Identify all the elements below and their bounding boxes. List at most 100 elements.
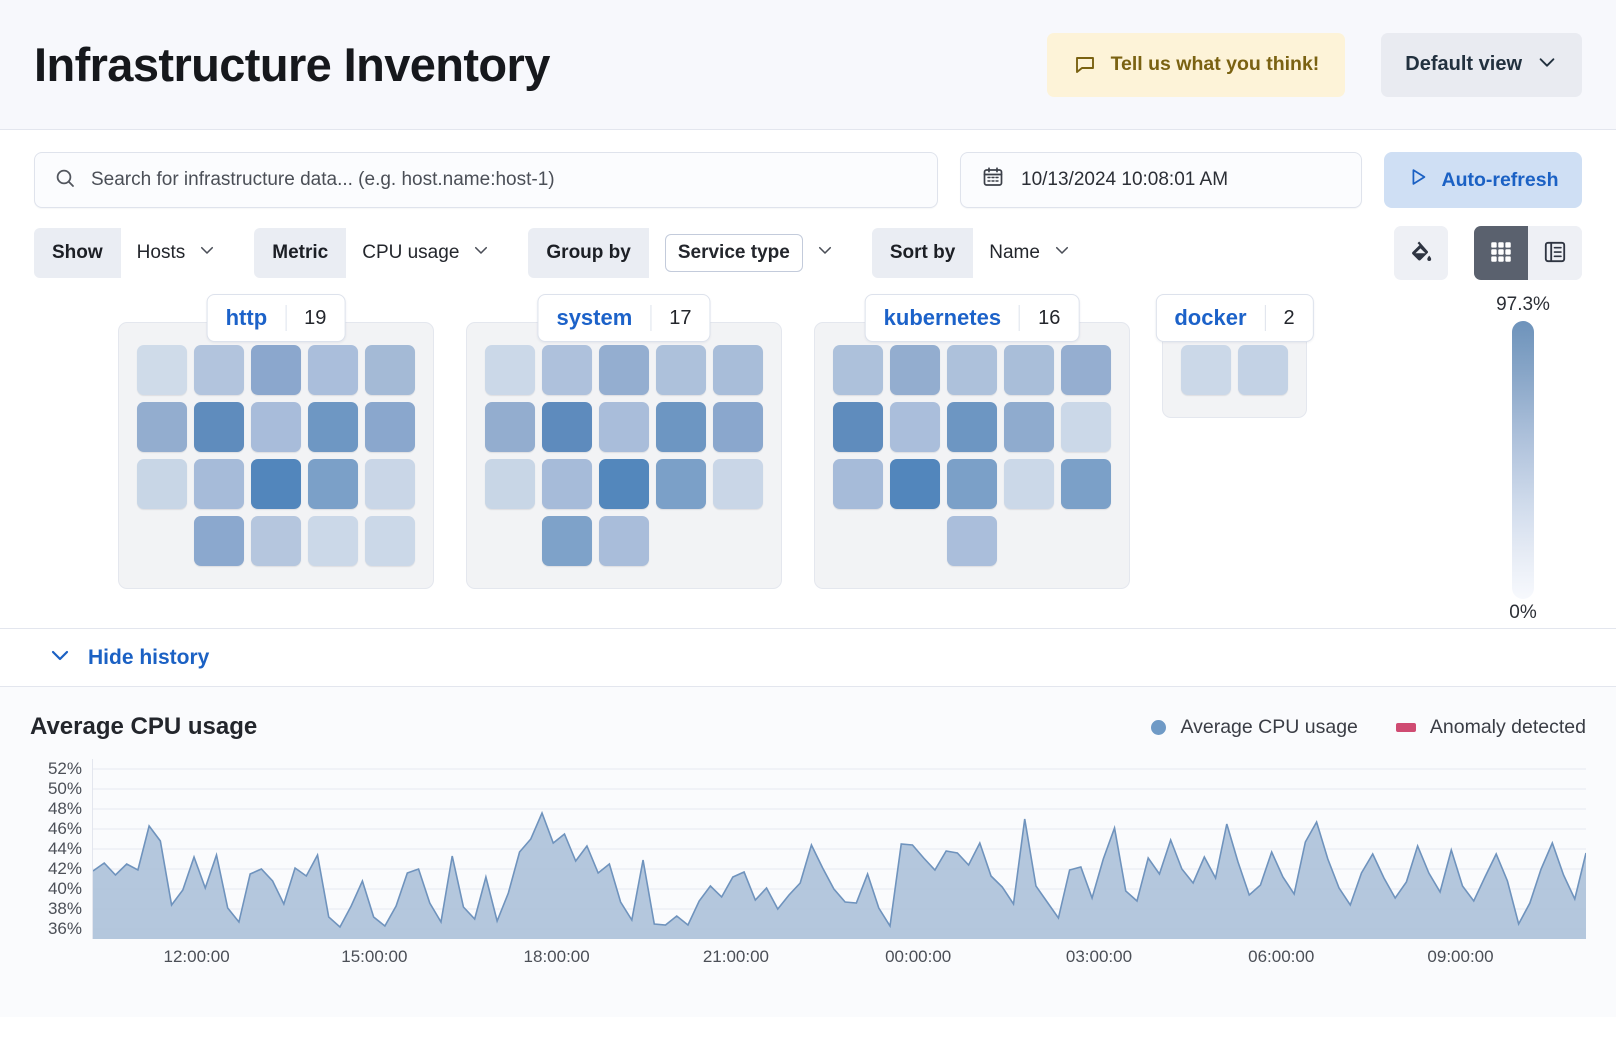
waffle-cell-node[interactable]: [947, 459, 997, 509]
color-fill-button[interactable]: [1394, 226, 1448, 280]
waffle-cell-node[interactable]: [194, 459, 244, 509]
waffle-cell-node[interactable]: [599, 459, 649, 509]
waffle-cell-node[interactable]: [656, 345, 706, 395]
waffle-cell-node[interactable]: [713, 345, 763, 395]
waffle-cell-node[interactable]: [947, 516, 997, 566]
waffle-cell-node[interactable]: [542, 345, 592, 395]
waffle-cell-node[interactable]: [1061, 402, 1111, 452]
waffle-cell-node[interactable]: [1061, 345, 1111, 395]
waffle-cell-node[interactable]: [251, 345, 301, 395]
waffle-cell-node[interactable]: [542, 459, 592, 509]
waffle-cell-node[interactable]: [308, 516, 358, 566]
waffle-cell-node[interactable]: [1238, 345, 1288, 395]
group-name-label[interactable]: docker: [1174, 305, 1247, 330]
auto-refresh-button[interactable]: Auto-refresh: [1384, 152, 1582, 208]
waffle-cell-node[interactable]: [599, 402, 649, 452]
waffle-cell-node[interactable]: [365, 402, 415, 452]
control-show: Show Hosts: [34, 228, 232, 278]
legend-item-anomaly-detected[interactable]: Anomaly detected: [1395, 716, 1586, 739]
waffle-cell-node[interactable]: [542, 402, 592, 452]
grid-view-button[interactable]: [1474, 226, 1528, 280]
hide-history-label: Hide history: [88, 645, 210, 669]
waffle-cell-node[interactable]: [308, 402, 358, 452]
control-show-select[interactable]: Hosts: [121, 228, 233, 278]
waffle-cell-node[interactable]: [194, 345, 244, 395]
waffle-cell-node[interactable]: [137, 402, 187, 452]
waffle-cell-node[interactable]: [947, 402, 997, 452]
waffle-cell-node[interactable]: [365, 459, 415, 509]
waffle-cell-node[interactable]: [656, 459, 706, 509]
x-tick-label: 06:00:00: [1248, 947, 1315, 966]
group-count-badge: 16: [1019, 305, 1078, 331]
group-name-label[interactable]: http: [225, 305, 268, 330]
waffle-cell-node[interactable]: [485, 402, 535, 452]
waffle-cell-node[interactable]: [1061, 459, 1111, 509]
chart-plot-area[interactable]: [92, 759, 1586, 939]
default-view-selector[interactable]: Default view: [1381, 32, 1582, 97]
waffle-cell-node[interactable]: [251, 516, 301, 566]
group-count-badge: 19: [285, 305, 344, 331]
group-header-http[interactable]: http 19: [206, 294, 346, 342]
waffle-cell-node[interactable]: [599, 345, 649, 395]
waffle-cell-node[interactable]: [542, 516, 592, 566]
waffle-cell-node[interactable]: [365, 516, 415, 566]
page-title: Infrastructure Inventory: [34, 38, 550, 91]
waffle-cell-node[interactable]: [308, 345, 358, 395]
y-tick-label: 52%: [47, 758, 82, 778]
feedback-button[interactable]: Tell us what you think!: [1046, 32, 1346, 97]
search-input[interactable]: [91, 169, 919, 191]
table-view-button[interactable]: [1528, 226, 1582, 280]
legend-label-average-cpu-usage: Average CPU usage: [1180, 715, 1358, 738]
waffle-cell-node[interactable]: [833, 459, 883, 509]
page-header: Infrastructure Inventory Tell us what yo…: [0, 0, 1616, 130]
waffle-cell-node[interactable]: [137, 459, 187, 509]
waffle-cell-node[interactable]: [194, 402, 244, 452]
waffle-cell-empty: [656, 516, 706, 566]
waffle-cell-node[interactable]: [947, 345, 997, 395]
waffle-cell-node[interactable]: [599, 516, 649, 566]
waffle-cell-node[interactable]: [656, 402, 706, 452]
waffle-cell-node[interactable]: [713, 402, 763, 452]
waffle-cell-node[interactable]: [833, 402, 883, 452]
waffle-cell-node[interactable]: [194, 516, 244, 566]
control-group-by-select[interactable]: Service type: [649, 228, 850, 278]
waffle-cell-node[interactable]: [1004, 402, 1054, 452]
waffle-cell-node[interactable]: [485, 345, 535, 395]
control-metric-select[interactable]: CPU usage: [346, 228, 506, 278]
group-name-label[interactable]: kubernetes: [883, 305, 1002, 330]
waffle-cell-node[interactable]: [1181, 345, 1231, 395]
y-tick-label: 36%: [47, 919, 82, 938]
legend-marker-circle-icon: [1151, 719, 1167, 735]
group-name-label[interactable]: system: [556, 305, 633, 330]
waffle-cell-node[interactable]: [890, 402, 940, 452]
date-value: 10/13/2024 10:08:01 AM: [1021, 169, 1229, 190]
waffle-cell-node[interactable]: [1004, 345, 1054, 395]
waffle-cell-node[interactable]: [251, 402, 301, 452]
waffle-cell-node[interactable]: [890, 345, 940, 395]
search-box[interactable]: [34, 152, 938, 208]
waffle-cell-node[interactable]: [137, 345, 187, 395]
chevron-down-icon: [472, 241, 490, 265]
waffle-cell-node[interactable]: [365, 345, 415, 395]
chevron-down-icon: [198, 241, 216, 265]
waffle-cell-node[interactable]: [485, 459, 535, 509]
toolbar: 10/13/2024 10:08:01 AM Auto-refresh Show…: [0, 130, 1616, 280]
waffle-cell-empty: [1004, 516, 1054, 566]
waffle-cell-node[interactable]: [890, 459, 940, 509]
waffle-cell-node[interactable]: [713, 459, 763, 509]
control-sort-by-select[interactable]: Name: [973, 228, 1087, 278]
hide-history-toggle[interactable]: Hide history: [0, 629, 1616, 687]
date-picker[interactable]: 10/13/2024 10:08:01 AM: [960, 152, 1362, 208]
waffle-cell-node[interactable]: [308, 459, 358, 509]
waffle-grid: [833, 345, 1111, 566]
grid-view-icon: [1488, 239, 1514, 268]
legend-item-average-cpu-usage[interactable]: Average CPU usage: [1151, 715, 1358, 739]
waffle-cell-node[interactable]: [251, 459, 301, 509]
calendar-icon: [981, 165, 1005, 195]
waffle-cell-node[interactable]: [833, 345, 883, 395]
waffle-cell-node[interactable]: [1004, 459, 1054, 509]
group-header-kubernetes[interactable]: kubernetes 16: [864, 294, 1080, 342]
